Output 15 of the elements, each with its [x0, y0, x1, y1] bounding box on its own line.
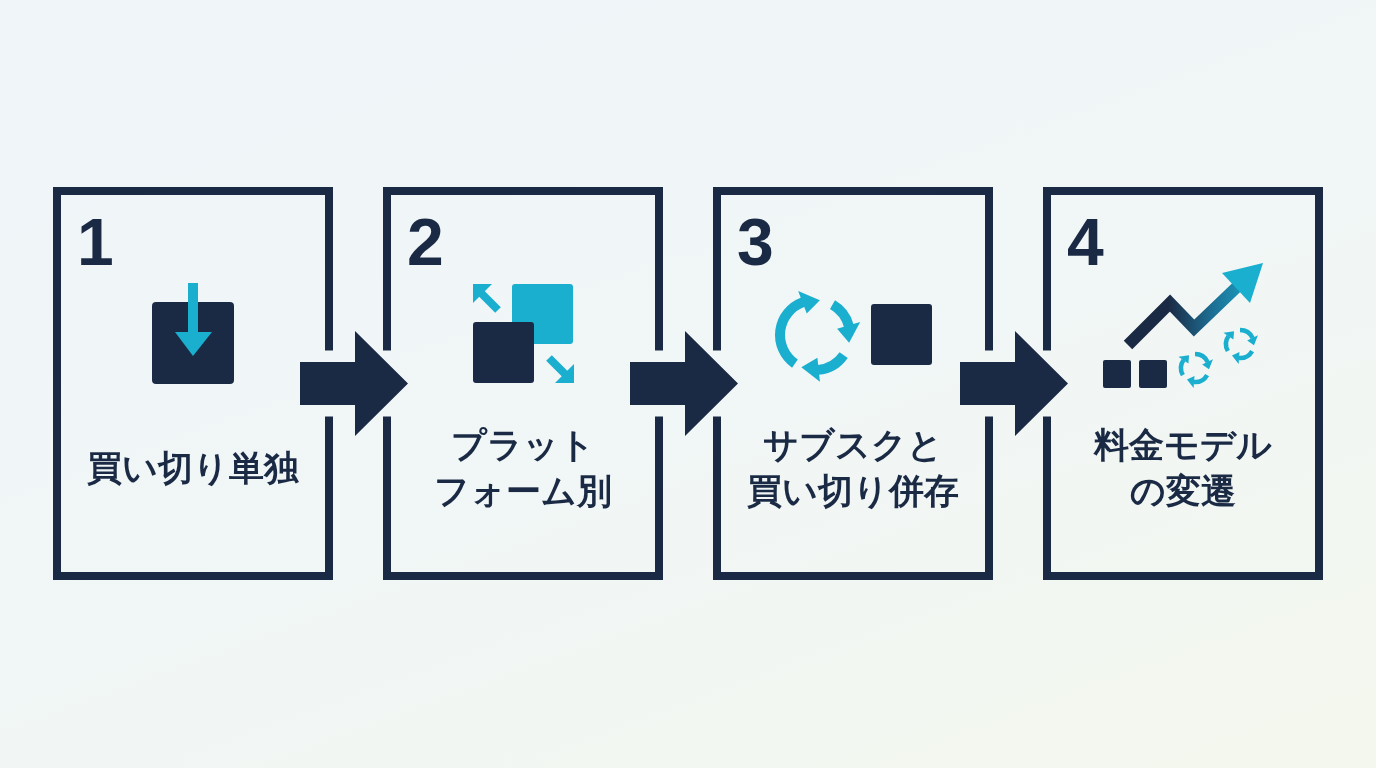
step-label: 料金モデルの変遷 — [1094, 424, 1272, 513]
step-number: 4 — [1067, 209, 1104, 275]
step-box — [383, 187, 663, 580]
step-box — [713, 187, 993, 580]
step-number: 1 — [77, 209, 114, 275]
block-arrow — [300, 331, 408, 436]
step-box — [1043, 187, 1323, 580]
step-box — [53, 187, 333, 580]
step-label: プラットフォーム別 — [434, 424, 612, 513]
step-number: 2 — [407, 209, 444, 275]
block-arrow — [960, 331, 1068, 436]
block-arrow — [630, 331, 738, 436]
step-label: 買い切り単独 — [87, 447, 299, 490]
step-label: サブスクと買い切り併存 — [747, 424, 959, 513]
step-number: 3 — [737, 209, 774, 275]
